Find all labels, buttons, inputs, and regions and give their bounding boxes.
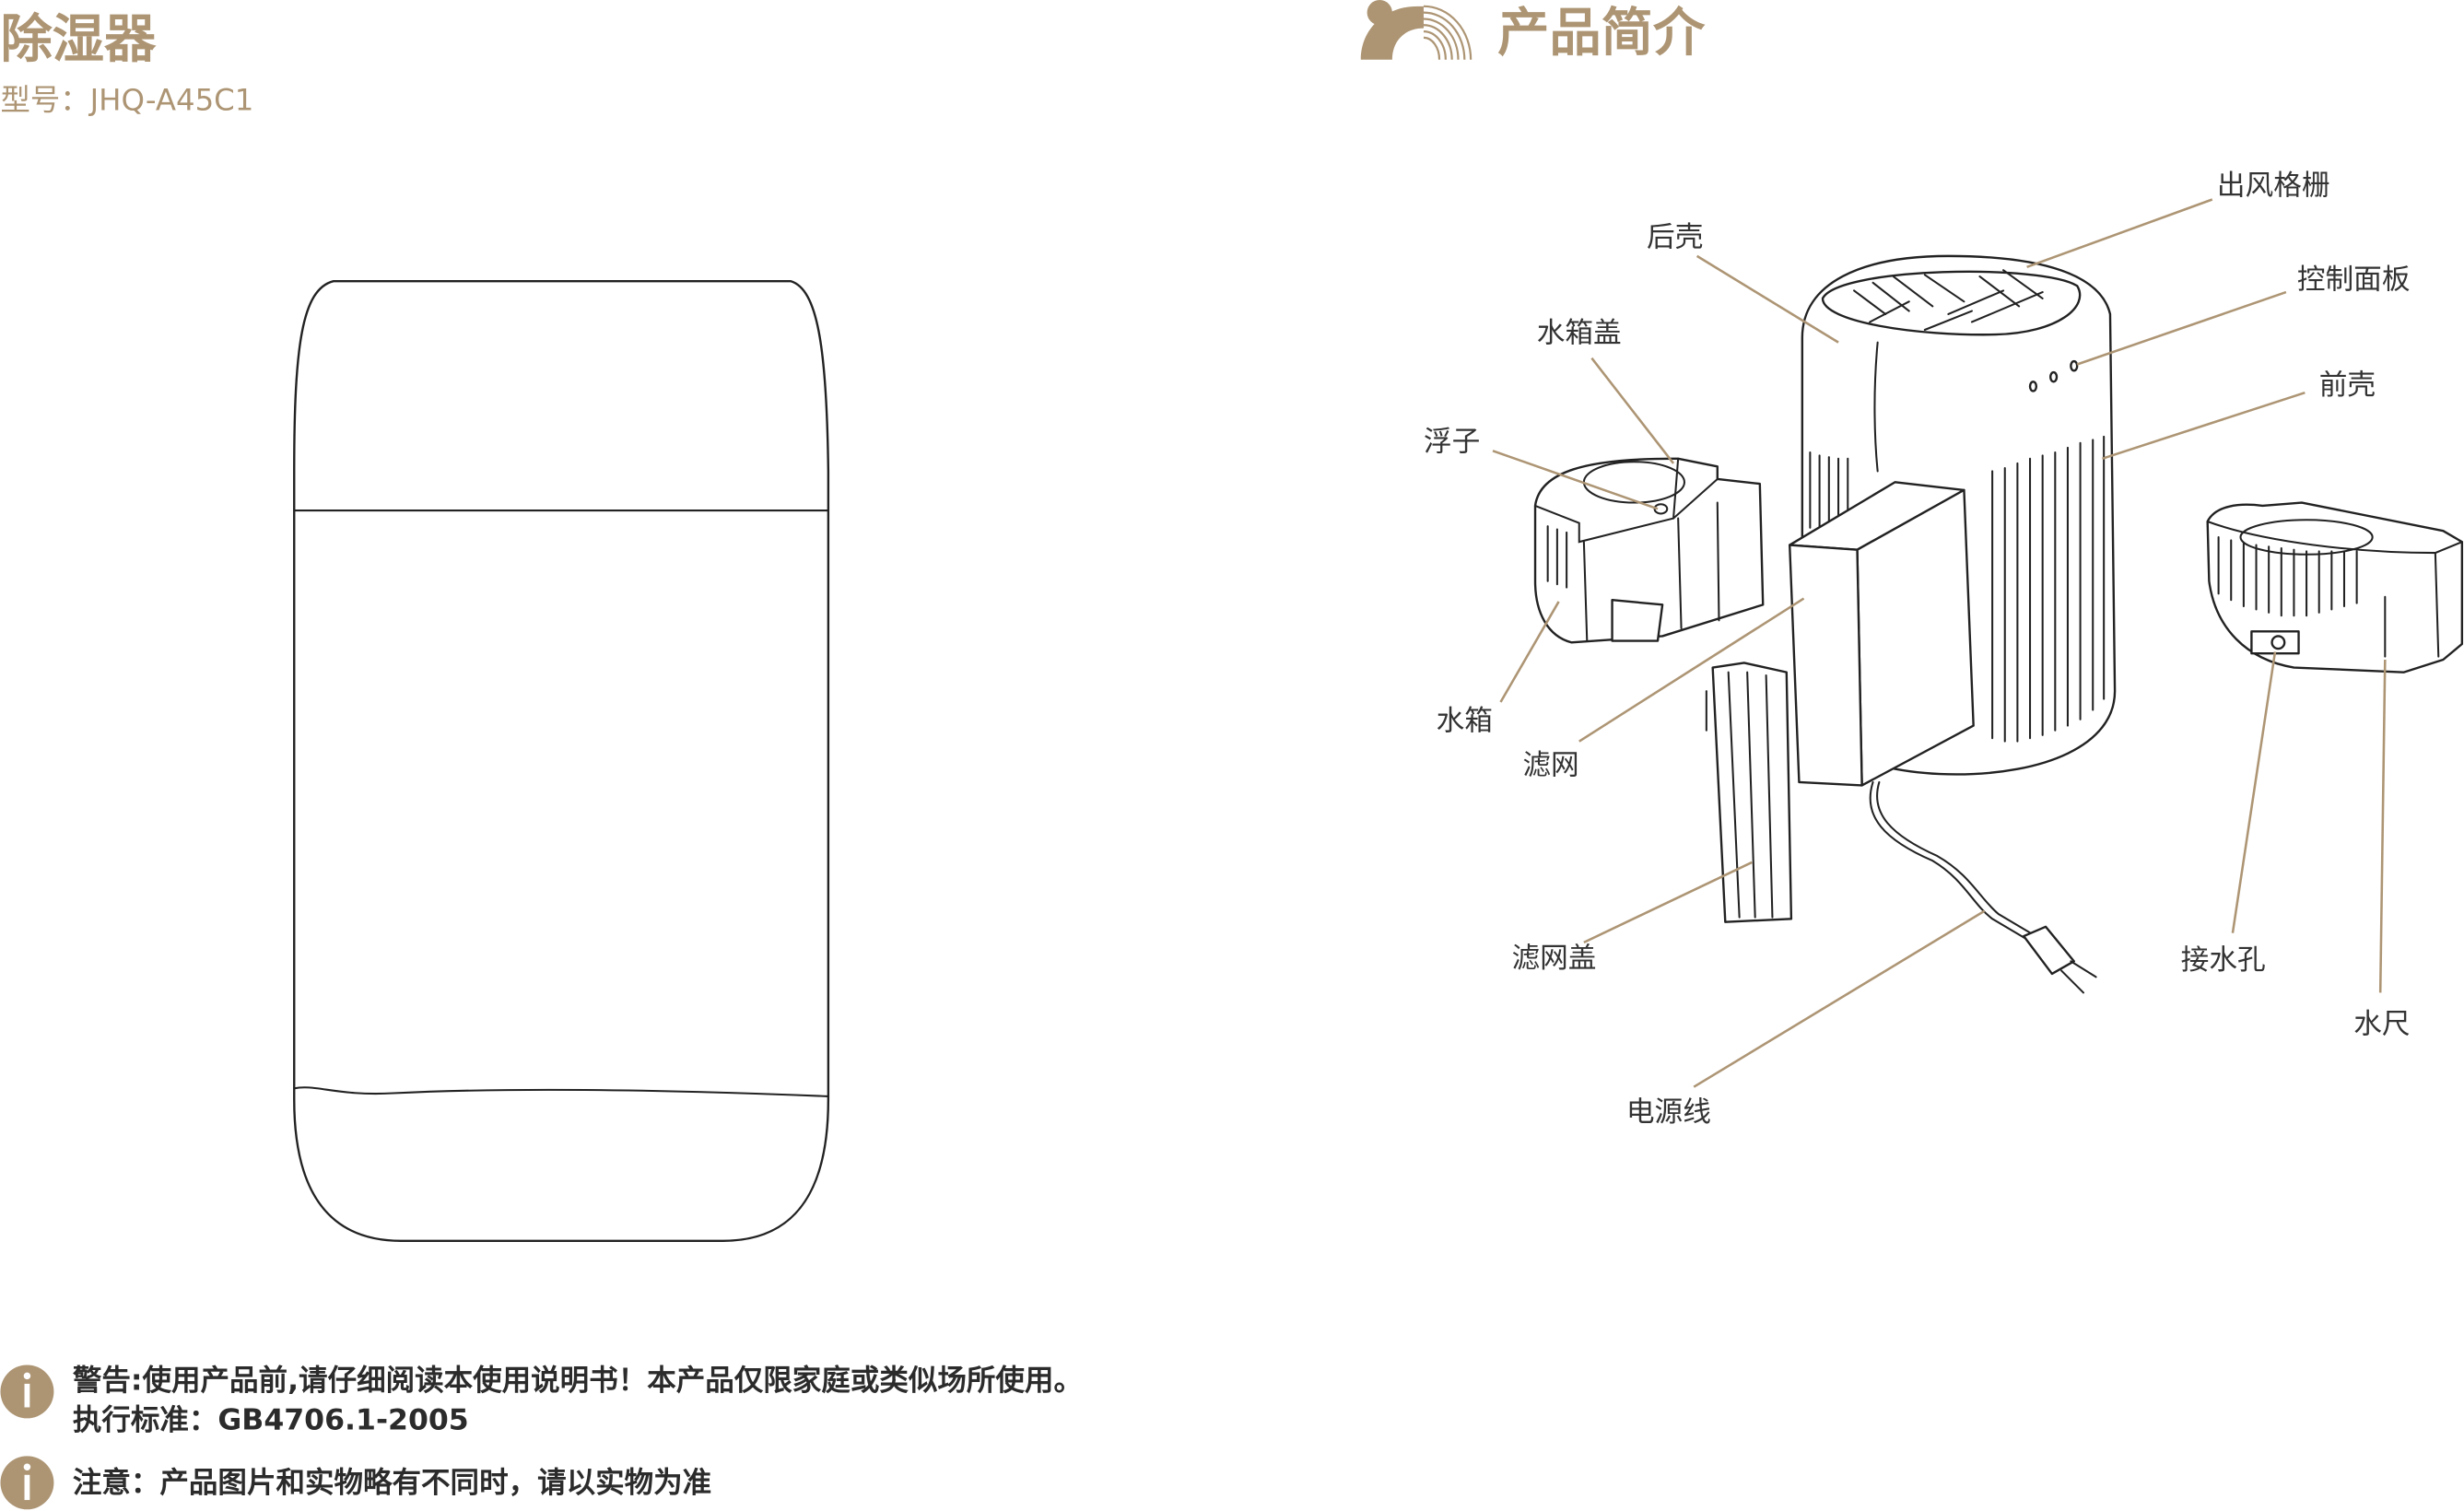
label-front-shell: 前壳 <box>2319 369 2376 402</box>
info-icon <box>0 1365 54 1419</box>
label-drain-hole: 接水孔 <box>2181 944 2266 977</box>
label-outlet-grille: 出风格栅 <box>2217 170 2330 202</box>
label-water-tank: 水箱 <box>1437 706 1493 738</box>
label-control-panel: 控制面板 <box>2297 264 2411 297</box>
label-float: 浮子 <box>1424 426 1480 458</box>
filter-block-drawing <box>1789 481 1975 787</box>
product-name: 除湿器 <box>0 9 157 69</box>
image-disclaimer-notice: 注意：产品图片和实物略有不同时，请以实物为准 <box>0 1456 711 1510</box>
leader-lines <box>1492 198 2387 1088</box>
warning-notice: 警告:使用产品前,请仔细阅读本使用说明书！本产品仅限家庭或类似场所使用。 执行标… <box>0 1364 1083 1436</box>
model-number: 型号：JHQ-A45C1 <box>0 82 253 117</box>
label-rear-shell: 后壳 <box>1647 222 1703 254</box>
exploded-diagram: 出风格栅 后壳 控制面板 水箱盖 前壳 浮子 水箱 滤网 滤网盖 接水孔 水尺 … <box>1424 170 2464 1129</box>
power-cord-drawing <box>1869 780 2097 994</box>
water-tank-drawing <box>1533 457 1765 644</box>
info-icon <box>0 1456 54 1510</box>
label-tank-lid: 水箱盖 <box>1537 318 1622 350</box>
filter-cover-drawing <box>1705 662 1793 923</box>
dehumidifier-outline-drawing <box>293 279 830 1242</box>
label-filter-cover: 滤网盖 <box>1511 943 1596 975</box>
rear-water-tank-drawing <box>2206 501 2464 674</box>
standard-text: 执行标准：GB4706.1-2005 <box>73 1403 469 1436</box>
label-filter: 滤网 <box>1522 749 1578 781</box>
label-water-gauge: 水尺 <box>2353 1009 2410 1041</box>
disclaimer-text: 注意：产品图片和实物略有不同时，请以实物为准 <box>73 1466 711 1500</box>
section-title: 产品简介 <box>1497 4 1706 64</box>
label-power-cord: 电源线 <box>1626 1096 1711 1129</box>
warning-text: 警告:使用产品前,请仔细阅读本使用说明书！本产品仅限家庭或类似场所使用。 <box>73 1364 1083 1398</box>
bear-rainbow-logo-icon <box>1360 0 1473 60</box>
